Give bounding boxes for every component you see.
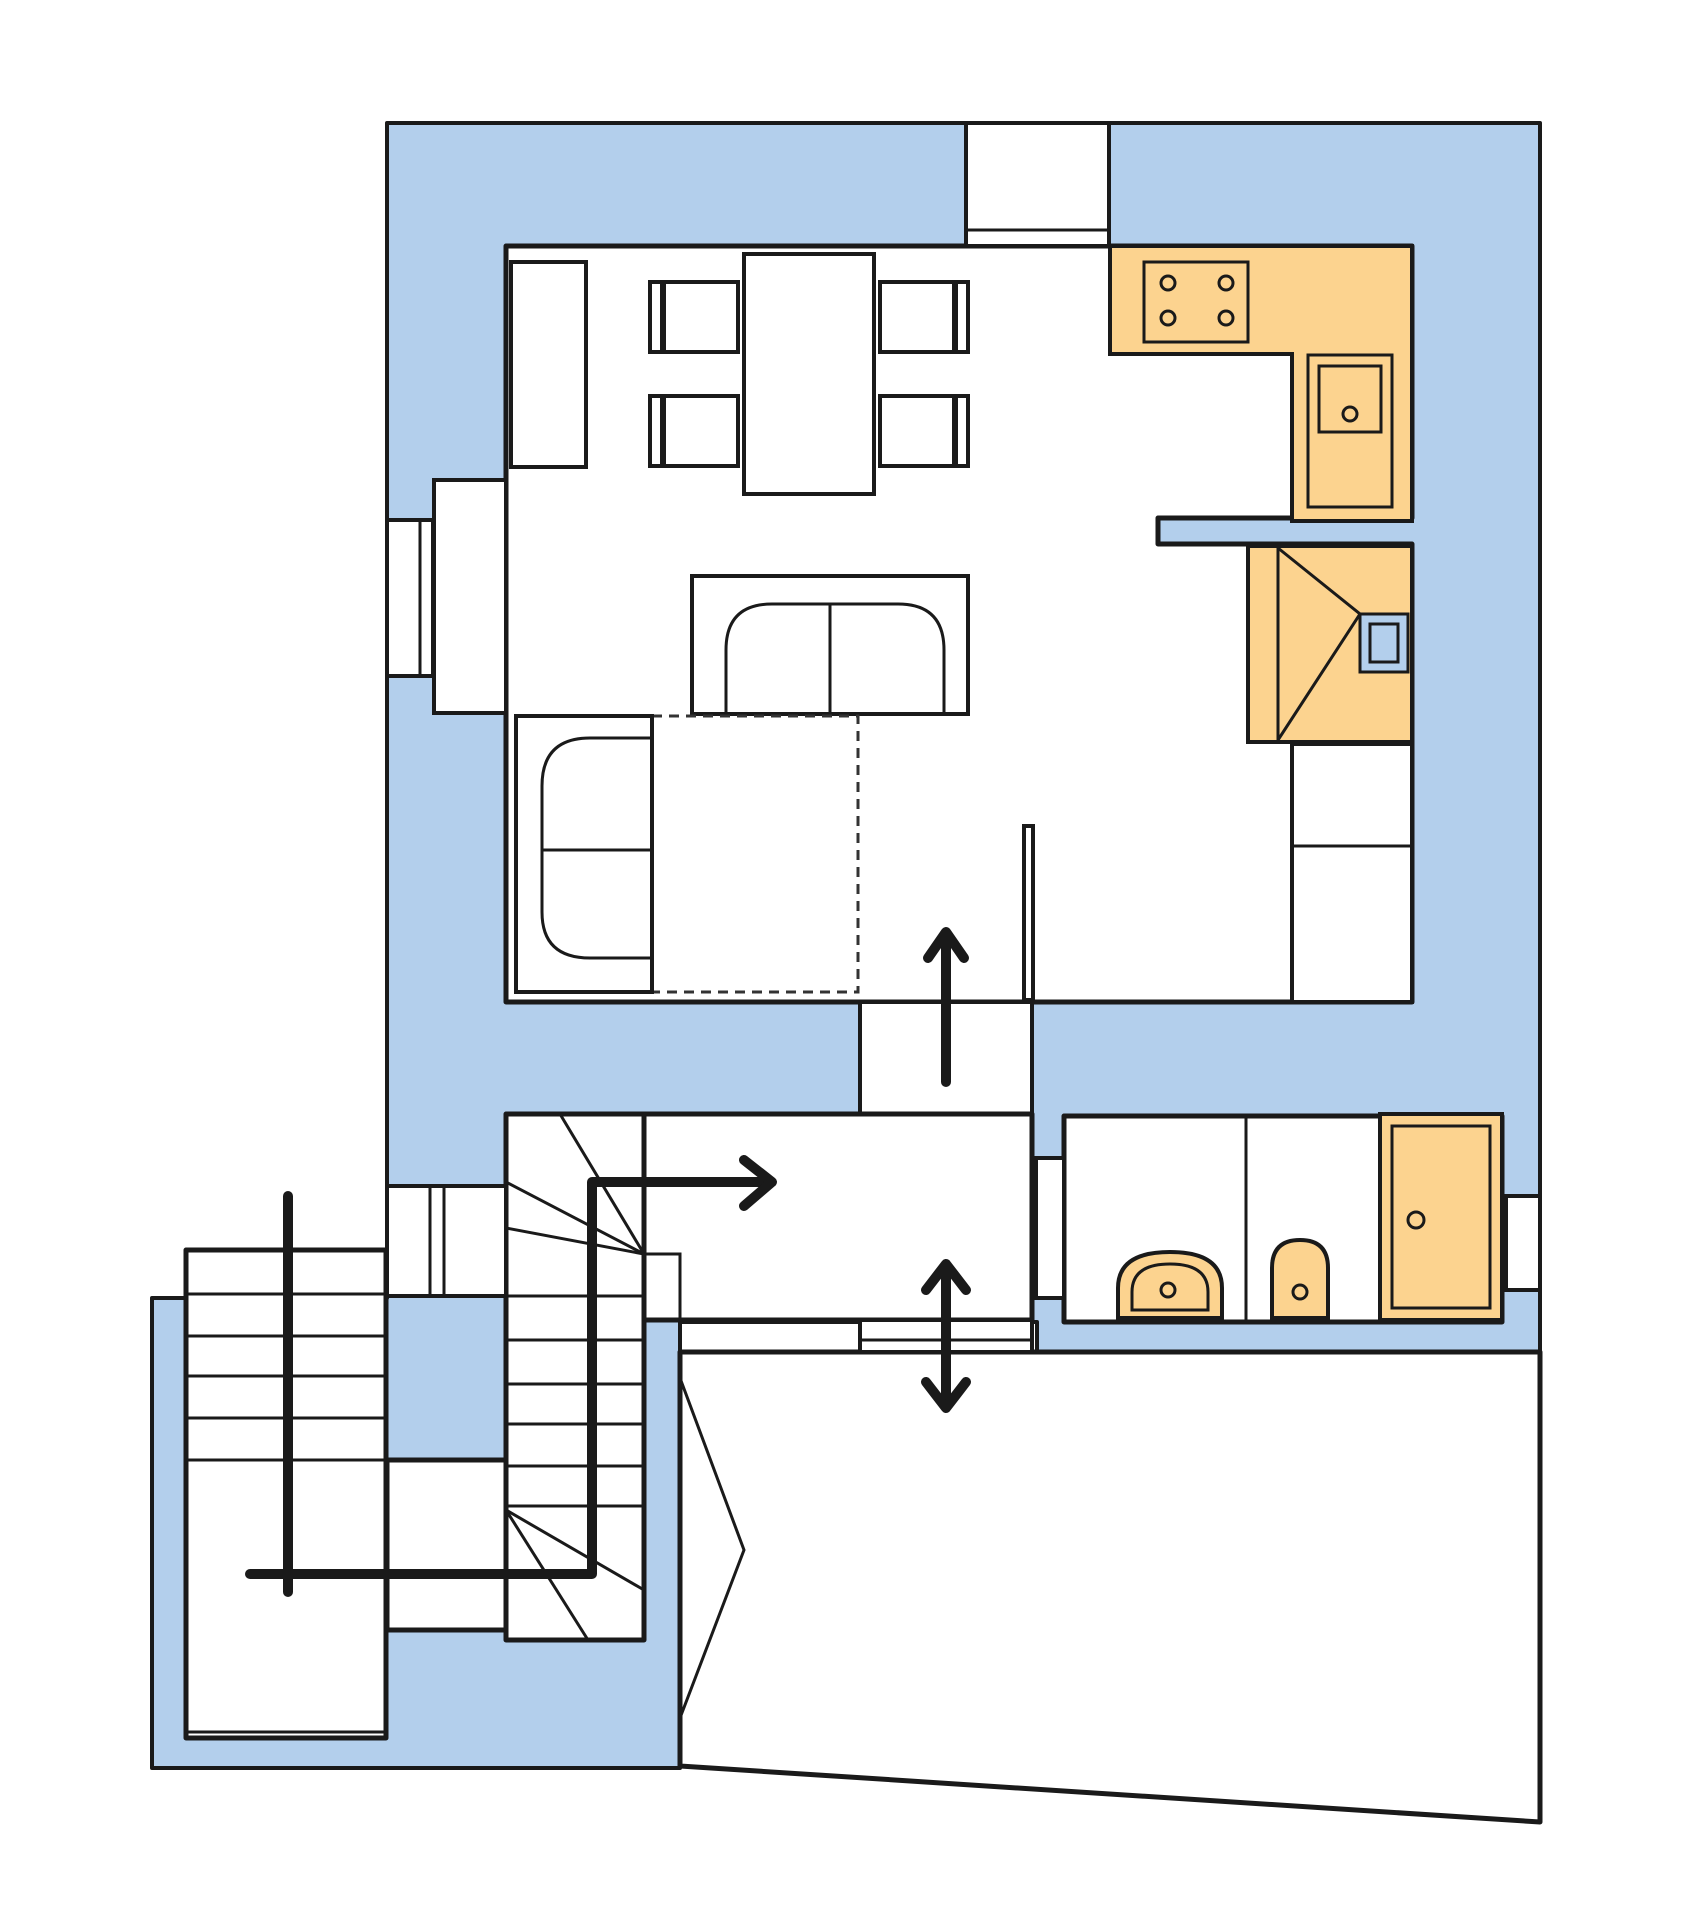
dining-chair-icon <box>878 280 970 354</box>
dining-chair-icon <box>648 280 740 354</box>
dining-table-icon <box>742 252 876 496</box>
kitchen-sink-icon <box>1306 353 1394 509</box>
dining-chair-icon <box>648 394 740 468</box>
window-niche <box>432 478 508 715</box>
direction-arrow-icon <box>245 1155 777 1597</box>
window-left <box>385 478 508 715</box>
entrance-door <box>858 1259 1034 1413</box>
window-top <box>964 121 1111 248</box>
terrace-door-swing <box>678 1377 746 1719</box>
staircase-icon <box>503 1111 647 1643</box>
armchair-icon <box>514 714 860 994</box>
hall-stair-edge <box>644 1252 860 1324</box>
bathroom <box>1034 1112 1542 1325</box>
doorway-living-hall <box>858 927 1034 1116</box>
partition-post <box>1022 824 1035 1002</box>
stair-landing <box>384 1457 509 1633</box>
cooktop-icon <box>1142 260 1250 344</box>
toilet-icon <box>1270 1237 1330 1320</box>
dining-chair-icon <box>878 394 970 468</box>
window-stairs <box>385 1184 508 1298</box>
fireplace-icon <box>1246 544 1414 744</box>
bathroom-sink-icon <box>1116 1249 1224 1320</box>
shower-tray-icon <box>1378 1112 1504 1322</box>
kitchen-counter <box>1108 244 1414 523</box>
hall <box>641 1111 1035 1323</box>
storage-cabinet <box>1290 742 1414 1004</box>
dining-set <box>648 252 970 496</box>
sideboard <box>509 260 588 469</box>
terrace-area <box>677 1349 1543 1825</box>
sofa-icon <box>690 574 970 716</box>
